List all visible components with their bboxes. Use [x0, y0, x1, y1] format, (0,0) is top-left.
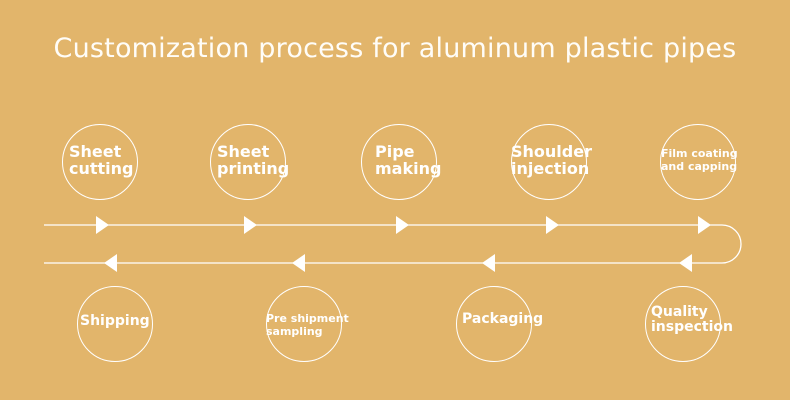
- step-label: Shipping: [80, 313, 150, 329]
- step-node-circle: [645, 286, 721, 362]
- arrow-left-icon: [104, 254, 117, 272]
- step-node-circle: [266, 286, 342, 362]
- step-label: Film coating and capping: [661, 147, 738, 173]
- arrow-left-icon: [679, 254, 692, 272]
- step-label: Shoulder injection: [511, 142, 592, 178]
- step-node-circle: [62, 124, 138, 200]
- step-node-circle: [511, 124, 587, 200]
- step-node-circle: [77, 286, 153, 362]
- step-node-circle: [456, 286, 532, 362]
- arrow-left-icon: [482, 254, 495, 272]
- arrow-right-icon: [546, 216, 559, 234]
- arrow-left-icon: [292, 254, 305, 272]
- step-label: Quality inspection: [651, 304, 733, 335]
- arrow-right-icon: [96, 216, 109, 234]
- step-label: Packaging: [462, 311, 544, 327]
- u-turn-connector: [721, 224, 742, 264]
- diagram-title: Customization process for aluminum plast…: [53, 33, 737, 64]
- step-label: Sheet printing: [217, 142, 290, 178]
- step-label: Pipe making: [375, 142, 442, 178]
- arrow-right-icon: [396, 216, 409, 234]
- step-node-circle: [660, 124, 736, 200]
- arrow-right-icon: [244, 216, 257, 234]
- step-label: Pre shipment sampling: [266, 312, 349, 338]
- step-node-circle: [210, 124, 286, 200]
- step-node-circle: [361, 124, 437, 200]
- step-label: Sheet cutting: [69, 142, 134, 178]
- arrow-right-icon: [698, 216, 711, 234]
